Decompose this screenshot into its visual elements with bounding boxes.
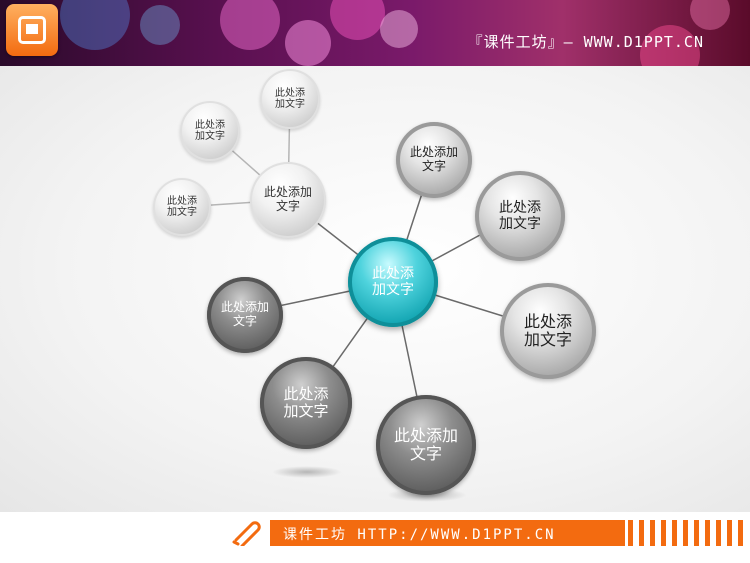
bokeh-decoration xyxy=(285,20,331,66)
brand-title: 『课件工坊』— WWW.D1PPT.CN xyxy=(467,33,704,51)
node-top-left-far[interactable]: 此处添加文字 xyxy=(180,101,240,161)
bokeh-decoration xyxy=(220,0,280,50)
powerpoint-logo-icon xyxy=(6,4,58,56)
node-lower-left[interactable]: 此处添加文字 xyxy=(260,357,352,449)
node-right-upper[interactable]: 此处添加文字 xyxy=(475,171,565,261)
footer-stripes xyxy=(628,520,748,546)
bokeh-decoration xyxy=(380,10,418,48)
footer-bar xyxy=(270,520,625,546)
footer-link[interactable]: 课件工坊 HTTP://WWW.D1PPT.CN xyxy=(283,527,556,543)
node-left-dark[interactable]: 此处添加文字 xyxy=(207,277,283,353)
node-bottom[interactable]: 此处添加文字 xyxy=(376,395,476,495)
node-left-hub[interactable]: 此处添加文字 xyxy=(250,162,326,238)
bokeh-decoration xyxy=(640,25,700,66)
node-right-lower[interactable]: 此处添加文字 xyxy=(500,283,596,379)
bokeh-decoration xyxy=(140,5,180,45)
node-top-left-upper[interactable]: 此处添加文字 xyxy=(260,69,320,129)
center-node[interactable]: 此处添加文字 xyxy=(348,237,438,327)
node-top-left-lower[interactable]: 此处添加文字 xyxy=(153,178,211,236)
node-upper-right-small[interactable]: 此处添加文字 xyxy=(396,122,472,198)
header-banner: 『课件工坊』— WWW.D1PPT.CN xyxy=(0,0,750,66)
pencil-icon xyxy=(232,521,261,546)
ball-shadow xyxy=(272,466,342,478)
